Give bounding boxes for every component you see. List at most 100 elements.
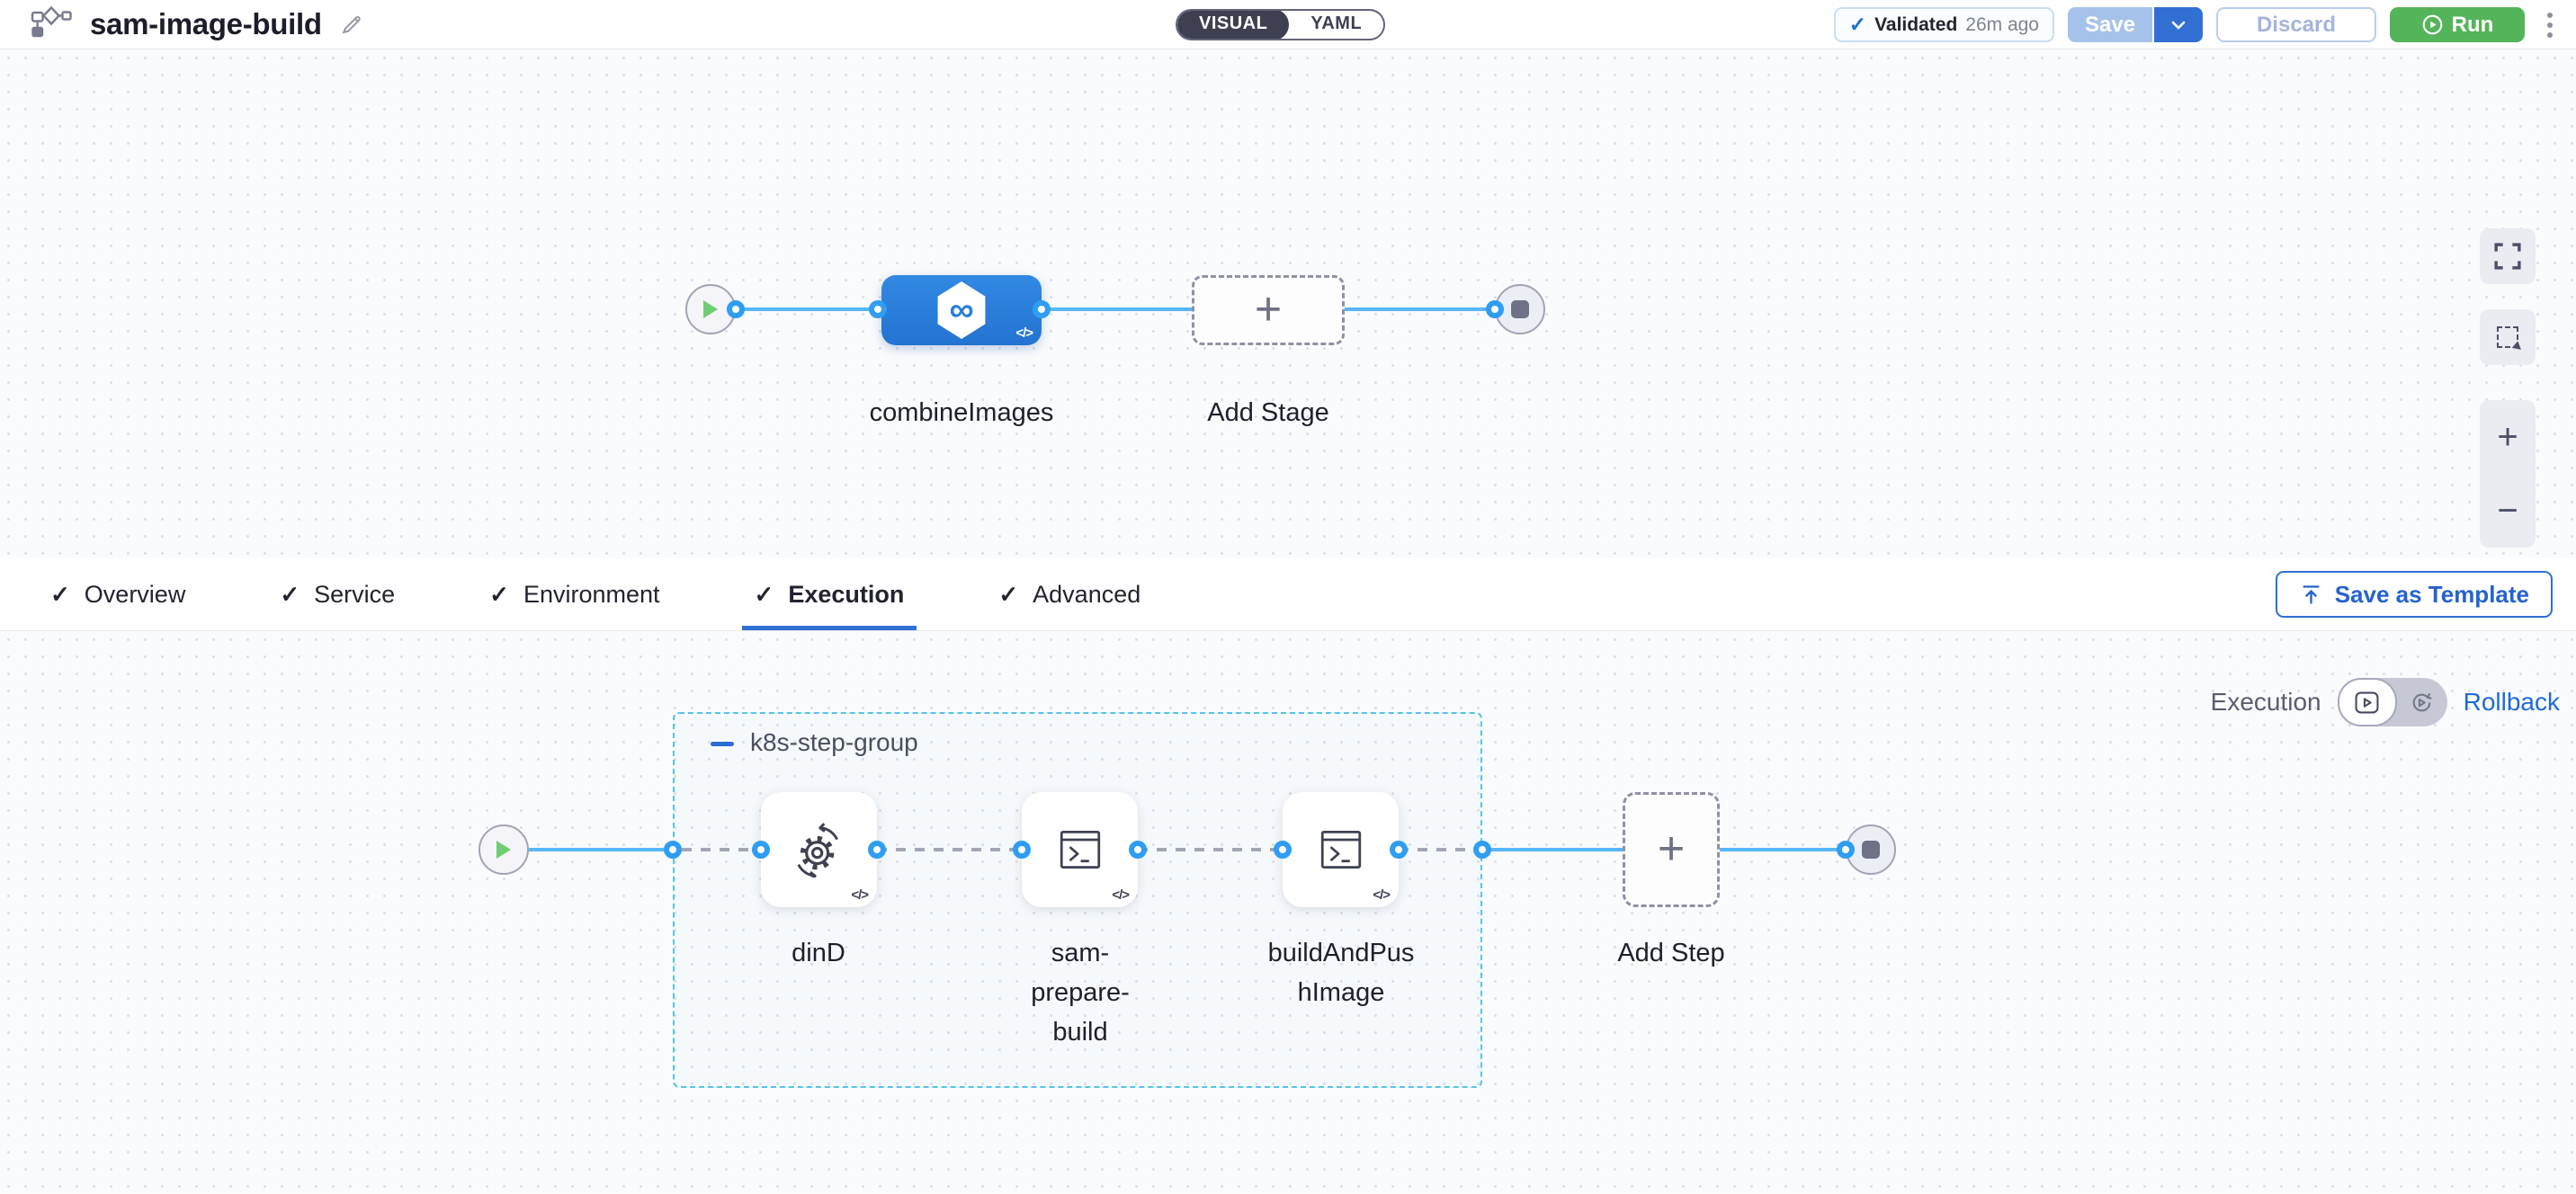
add-stage-button[interactable]: + [1192,275,1345,345]
edge [877,848,1023,851]
rollback-option[interactable] [2397,691,2447,715]
edge-connector [1473,841,1491,859]
fullscreen-icon [2494,243,2521,270]
zoom-in-button[interactable]: + [2480,400,2536,474]
execution-rollback-toggle[interactable] [2337,678,2447,726]
edit-title-button[interactable] [340,13,363,36]
save-as-template-button[interactable]: Save as Template [2275,571,2553,618]
step-node-sam-prepare-build[interactable]: </> [1022,792,1138,907]
tab-execution[interactable]: ✓ Execution [741,558,917,630]
edge-connector [752,841,770,859]
add-step-button[interactable]: + [1623,792,1720,907]
terminal-icon [1060,831,1100,869]
stop-icon [1862,841,1880,859]
tab-service[interactable]: ✓ Service [280,580,396,608]
chevron-down-icon [2171,21,2186,30]
edge [1138,848,1284,851]
stage-node-combineimages[interactable]: ∞ </> [881,275,1042,345]
fullscreen-button[interactable] [2480,228,2536,284]
check-icon: ✓ [998,580,1019,608]
check-icon: ✓ [280,580,300,608]
play-circle-icon [2422,14,2443,35]
run-button[interactable]: Run [2390,7,2525,42]
play-icon [703,300,718,318]
pipeline-header: sam-image-build VISUAL YAML ✓ Validated … [0,0,2576,49]
plus-icon: + [1657,823,1686,876]
check-icon: ✓ [489,580,509,608]
step-node-buildandpushimage[interactable]: </> [1283,792,1399,907]
tab-overview[interactable]: ✓ Overview [50,580,186,608]
edge-connector [869,300,887,318]
selection-box-icon [2497,326,2518,348]
execution-option[interactable] [2337,678,2397,726]
step-node-dind[interactable]: </> [761,792,877,907]
check-icon: ✓ [50,580,70,608]
rollback-icon [2412,692,2432,711]
visual-yaml-toggle: VISUAL YAML [1176,9,1386,40]
validated-badge[interactable]: ✓ Validated 26m ago [1833,7,2054,42]
code-icon: </> [851,887,869,903]
stage-canvas[interactable]: ∞ </> combineImages + Add Stage + − [0,49,2576,558]
sync-gear-icon [796,823,838,878]
add-step-label: Add Step [1617,939,1725,967]
stage-tab-bar: ✓ Overview ✓ Service ✓ Environment ✓ Exe… [0,558,2576,631]
edge [1399,848,1482,851]
edge-connector [1274,841,1292,859]
code-icon: </> [1015,325,1033,341]
rollback-link[interactable]: Rollback [2463,688,2560,716]
code-icon: </> [1112,887,1130,903]
play-icon [496,841,511,859]
save-button[interactable]: Save [2068,7,2154,42]
collapse-group-icon[interactable] [711,742,734,746]
edge-connector [727,300,745,318]
step-group-name: k8s-step-group [750,728,918,756]
edge-connector [868,841,886,859]
save-split-button: Save [2068,7,2203,42]
step-group-k8s[interactable]: k8s-step-group [673,712,1482,1088]
stop-icon [1511,300,1529,318]
edge [1491,848,1624,851]
tab-yaml[interactable]: YAML [1310,13,1363,33]
step-label: dinD [792,939,845,967]
pencil-icon [342,16,361,34]
execution-canvas[interactable]: Execution Rollback k8s-step-group [0,631,2576,1193]
tab-advanced[interactable]: ✓ Advanced [998,580,1141,608]
discard-button[interactable]: Discard [2216,7,2376,42]
edge-connector [1033,300,1051,318]
execution-mode-label: Execution [2210,688,2321,716]
edge [1042,307,1196,311]
edge-connector [1013,841,1031,859]
zoom-controls: + − [2480,400,2536,548]
tab-environment[interactable]: ✓ Environment [489,580,660,608]
edge [736,307,885,311]
ci-stage-icon: ∞ [937,281,986,339]
add-stage-label: Add Stage [1207,398,1329,427]
multi-select-button[interactable] [2480,309,2536,365]
upload-icon [2303,584,2320,604]
code-icon: </> [1373,887,1391,903]
terminal-icon [1320,831,1361,869]
edge [1345,307,1499,311]
zoom-out-button[interactable]: − [2480,474,2536,548]
edge-connector [664,841,682,859]
save-dropdown-button[interactable] [2154,7,2203,42]
step-label: buildAndPushImage [1267,939,1415,1007]
tab-visual[interactable]: VISUAL [1177,11,1290,39]
more-options-button[interactable] [2538,7,2562,42]
pipeline-icon [31,4,72,46]
edge-connector [1129,841,1147,859]
check-icon: ✓ [1848,13,1867,36]
edge-connector [1486,300,1504,318]
execution-mode-switch-row: Execution Rollback [2211,678,2560,726]
page-title: sam-image-build [90,7,322,40]
validated-time: 26m ago [1965,13,2039,35]
edge-connector [1390,841,1408,859]
run-label: Run [2451,12,2494,37]
pipeline-end-node [1495,284,1545,334]
edge [1720,848,1847,851]
edge-connector [1837,841,1855,859]
execution-icon [2355,691,2379,713]
edge [682,848,763,851]
plus-icon: + [1254,283,1283,336]
edge [529,848,675,851]
